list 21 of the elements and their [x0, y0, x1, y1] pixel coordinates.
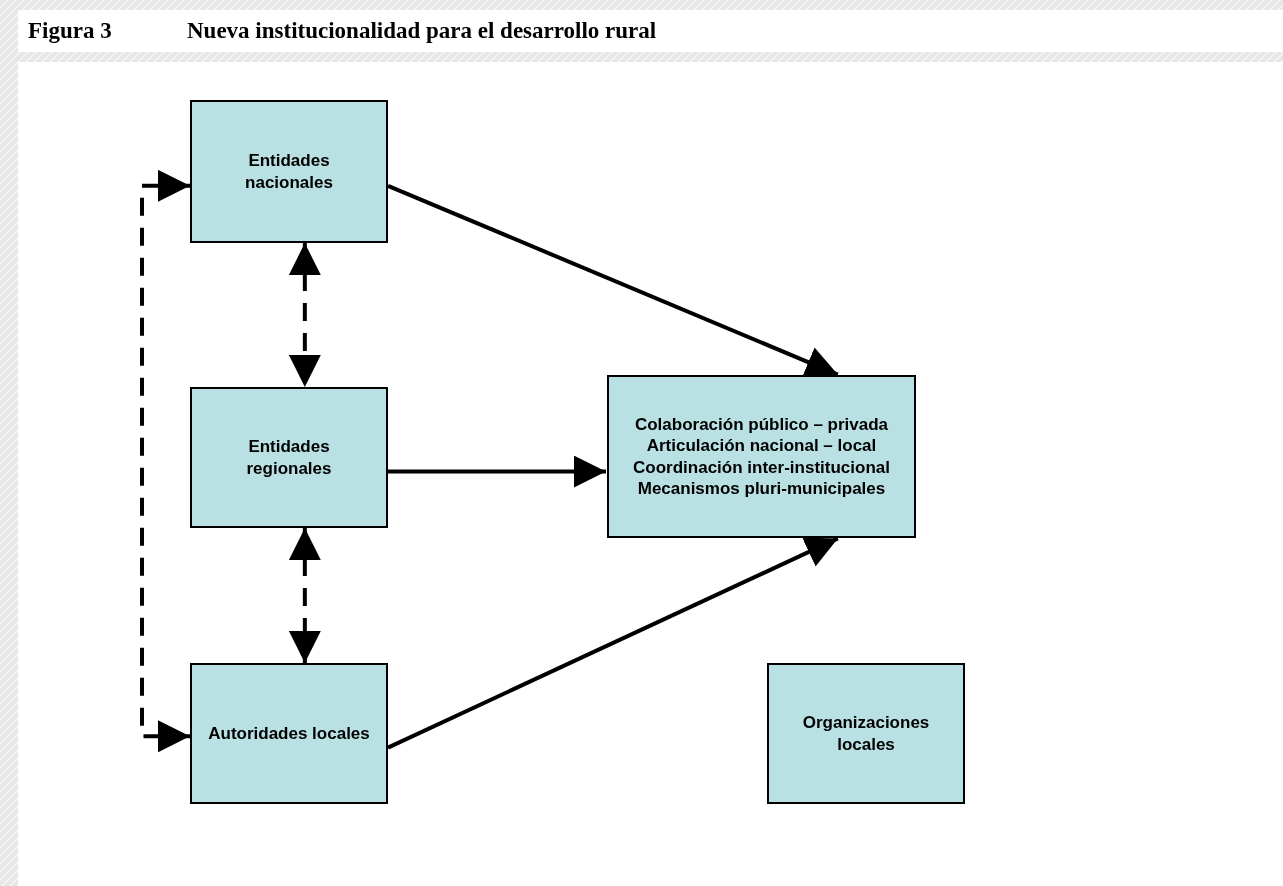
figure-title: Nueva institucionalidad para el desarrollo rural	[187, 18, 657, 44]
arrow	[387, 183, 839, 377]
entity-box	[190, 663, 388, 804]
figure-number: Figura 3	[28, 18, 112, 44]
arrow	[288, 528, 321, 663]
entity-box	[767, 663, 965, 804]
arrow	[387, 536, 839, 750]
entity-box	[607, 375, 916, 538]
box-label: Colaboración público – privada	[634, 414, 889, 436]
box-label: Articulación nacional – local	[646, 435, 877, 457]
arrow	[388, 455, 606, 488]
arrow	[288, 243, 321, 387]
box-label: Entidades nacionales	[244, 150, 334, 193]
arrow	[140, 169, 190, 753]
entity-box	[190, 387, 388, 528]
box-label: Autoridades locales	[208, 722, 370, 745]
box-label: Coordinación inter-institucional	[633, 456, 890, 478]
box-label: Entidades regionales	[245, 436, 333, 479]
box-label: Organizaciones locales	[802, 712, 930, 755]
box-label: Mecanismos pluri-municipales	[637, 477, 886, 499]
entity-box	[190, 100, 388, 243]
